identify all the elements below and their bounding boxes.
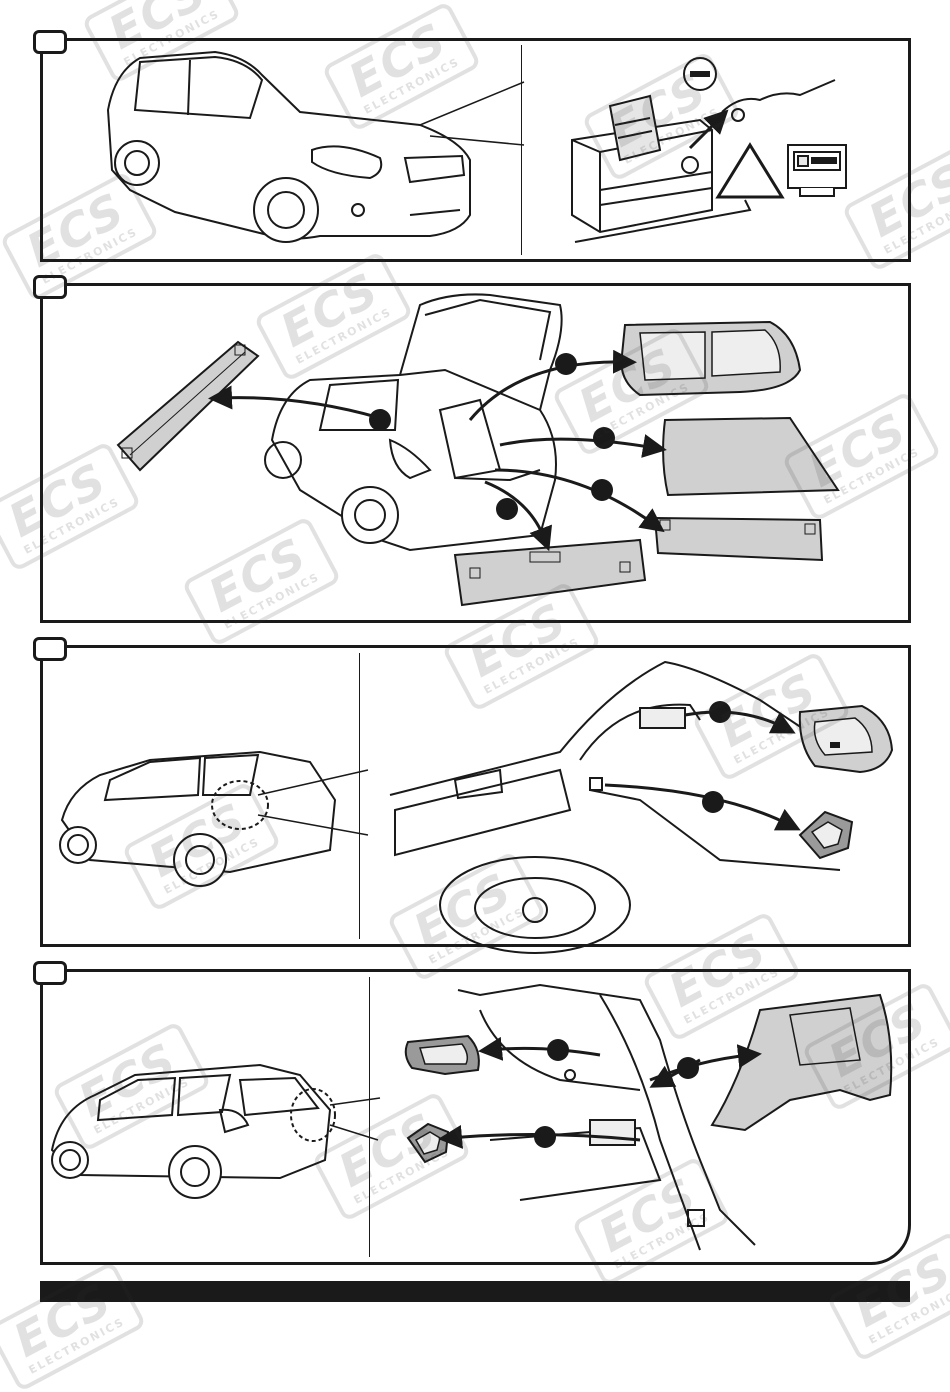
panel-1-divider	[521, 45, 522, 255]
step-3-callout-dots	[702, 701, 731, 813]
side-trim-panel-removed	[116, 340, 260, 472]
panel-4-divider	[369, 977, 370, 1257]
radio-display-icon	[787, 144, 847, 197]
sill-trim-removed	[453, 538, 647, 607]
side-cover-removed-right	[404, 1034, 480, 1076]
footer-bar	[40, 1281, 910, 1302]
step-4-callout-dots	[534, 1039, 699, 1148]
removal-arrows-step-2	[208, 349, 667, 552]
step-1-tab	[33, 30, 67, 54]
step-3-tab	[33, 637, 67, 661]
step-4-tab	[33, 961, 67, 985]
grommet-cover-removed-right	[406, 1122, 450, 1164]
car-rear-open-trunk	[264, 293, 563, 552]
minus-sign-icon	[683, 57, 717, 91]
parcel-shelf-removed	[620, 320, 802, 397]
boot-interior-right	[457, 983, 756, 1251]
car-left-rear-view	[59, 750, 369, 887]
step-2-callout-dots	[369, 353, 615, 520]
boot-interior-left	[389, 660, 851, 954]
removal-arrows-step-3	[604, 710, 801, 831]
car-right-rear-view	[50, 1063, 381, 1199]
illustrations	[50, 50, 894, 1251]
boot-floor-mat-removed	[662, 416, 840, 497]
car-front-view	[106, 50, 525, 243]
side-lining-removed	[710, 993, 893, 1132]
panel-3-divider	[359, 653, 360, 939]
battery	[571, 79, 836, 243]
step-2-tab	[33, 275, 67, 299]
grommet-cover-removed	[798, 810, 854, 860]
warning-triangle-icon	[715, 142, 785, 199]
rear-trim-removed	[653, 516, 824, 562]
side-cover-removed	[798, 704, 894, 774]
